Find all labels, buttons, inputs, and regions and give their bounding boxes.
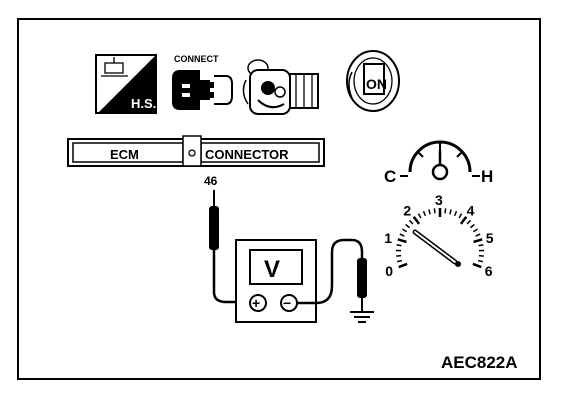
gauge-tick (405, 223, 411, 229)
gauge-tick (458, 213, 463, 219)
hs-icon-label: H.S. (131, 96, 156, 111)
plus-terminal (249, 294, 267, 312)
gauge-tick-label: 3 (435, 192, 443, 208)
gauge-tick-marks (396, 208, 484, 269)
gauge-tick-label: 1 (384, 230, 392, 246)
minus-sign: − (283, 295, 291, 311)
connector-label: CONNECTOR (205, 147, 289, 162)
temp-cold-label: C (384, 167, 396, 186)
positive-probe (209, 190, 248, 304)
gauge-tick (472, 262, 482, 269)
gauge-tick (433, 208, 436, 214)
ignition-icon-label: ON (366, 76, 387, 92)
gauge-tick (473, 238, 483, 244)
connect-icon: CONNECT (172, 54, 233, 110)
gauge-tick (397, 238, 407, 244)
gauge-tick-label: 6 (485, 263, 493, 279)
temp-hot-label: H (481, 167, 493, 186)
gauge-tick (453, 210, 458, 217)
gauge-tick-label: 4 (467, 202, 475, 218)
gauge-tick-label: 5 (486, 230, 494, 246)
negative-probe (297, 238, 374, 323)
hs-icon: H.S. (95, 54, 157, 114)
gauge-tick (469, 223, 475, 229)
gauge-tick (475, 233, 481, 237)
diagram-frame (17, 18, 541, 380)
gauge-tick (396, 244, 402, 247)
gauge-tick (449, 209, 452, 215)
gauge-tick (396, 259, 403, 263)
gauge-tick-label: 2 (403, 202, 411, 218)
ecm-label: ECM (110, 147, 139, 162)
engine-icon (242, 59, 319, 115)
gauge-tick (466, 219, 472, 225)
ecm-connector: ECM CONNECTOR 46 (67, 135, 325, 188)
voltmeter: V + − (235, 239, 317, 323)
gauge-tick (398, 262, 408, 269)
temperature-gauge: C H (384, 140, 493, 186)
gauge-tick-label: 0 (385, 263, 393, 279)
gauge-tick (459, 215, 468, 225)
gauge-tick (477, 259, 484, 263)
gauge-tick (478, 244, 484, 247)
gauge-tick (417, 213, 422, 219)
voltmeter-label: V (264, 256, 280, 283)
gauge-tick (408, 219, 414, 225)
ignition-on-icon: ON (346, 50, 400, 112)
connect-icon-label: CONNECT (174, 54, 219, 64)
reference-code: AEC822A (441, 353, 518, 372)
pin-number: 46 (204, 174, 218, 188)
plus-sign: + (252, 295, 260, 311)
gauge-tick (402, 228, 408, 233)
gauge-tick (428, 209, 431, 215)
dial-gauge: 0 12 3 45 6 (384, 192, 494, 279)
gauge-tick (472, 228, 478, 233)
gauge-tick (422, 210, 427, 217)
gauge-tick (444, 208, 447, 214)
gauge-tick (399, 233, 405, 237)
gauge-tick-labels: 0 12 3 45 6 (384, 192, 494, 279)
gauge-tick (412, 215, 421, 225)
